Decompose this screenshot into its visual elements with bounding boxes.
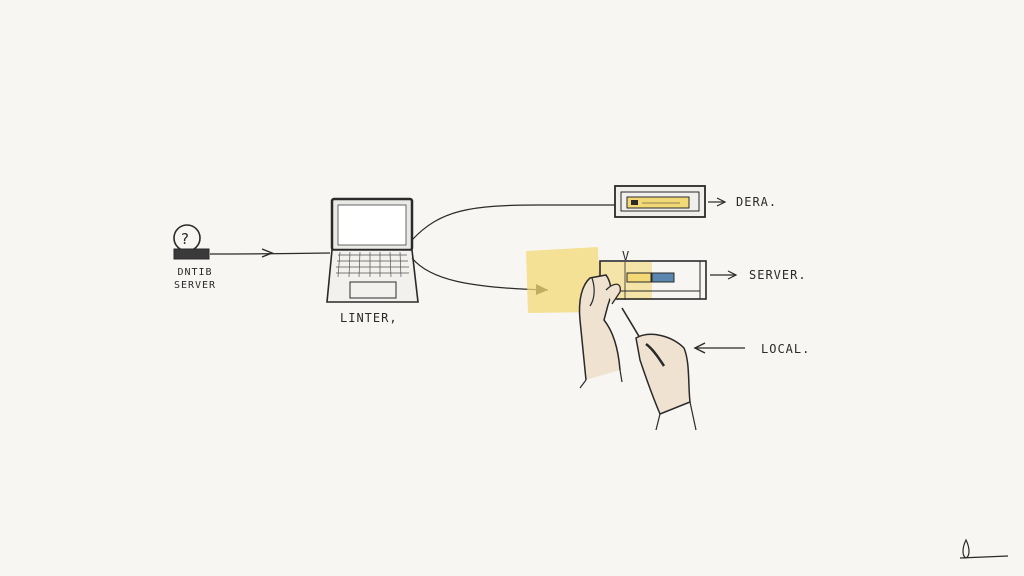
left-hand-drawing <box>578 274 623 389</box>
dera-label: DERA. <box>736 195 778 209</box>
laptop-icon <box>326 197 419 303</box>
artist-signature <box>959 538 1009 559</box>
arrow-to-dera <box>708 197 727 207</box>
arrow-local <box>693 342 745 354</box>
svg-text:?: ? <box>181 230 189 248</box>
origin-label-line2: SERVER <box>173 280 217 291</box>
arrow-origin-to-laptop <box>209 248 331 258</box>
origin-label-line1: DNTIB <box>177 267 213 278</box>
right-hand-drawing <box>621 307 697 431</box>
origin-server-label: DNTIB SERVER <box>168 266 222 292</box>
dera-panel <box>614 185 706 218</box>
question-globe-icon: ? <box>173 224 210 260</box>
arrow-to-server <box>710 270 738 280</box>
linter-label: LINTER, <box>340 311 398 325</box>
local-label: LOCAL. <box>761 342 811 356</box>
connector-laptop-to-dera <box>411 204 615 241</box>
server-label: SERVER. <box>749 268 807 282</box>
marker-label: V <box>622 249 631 263</box>
